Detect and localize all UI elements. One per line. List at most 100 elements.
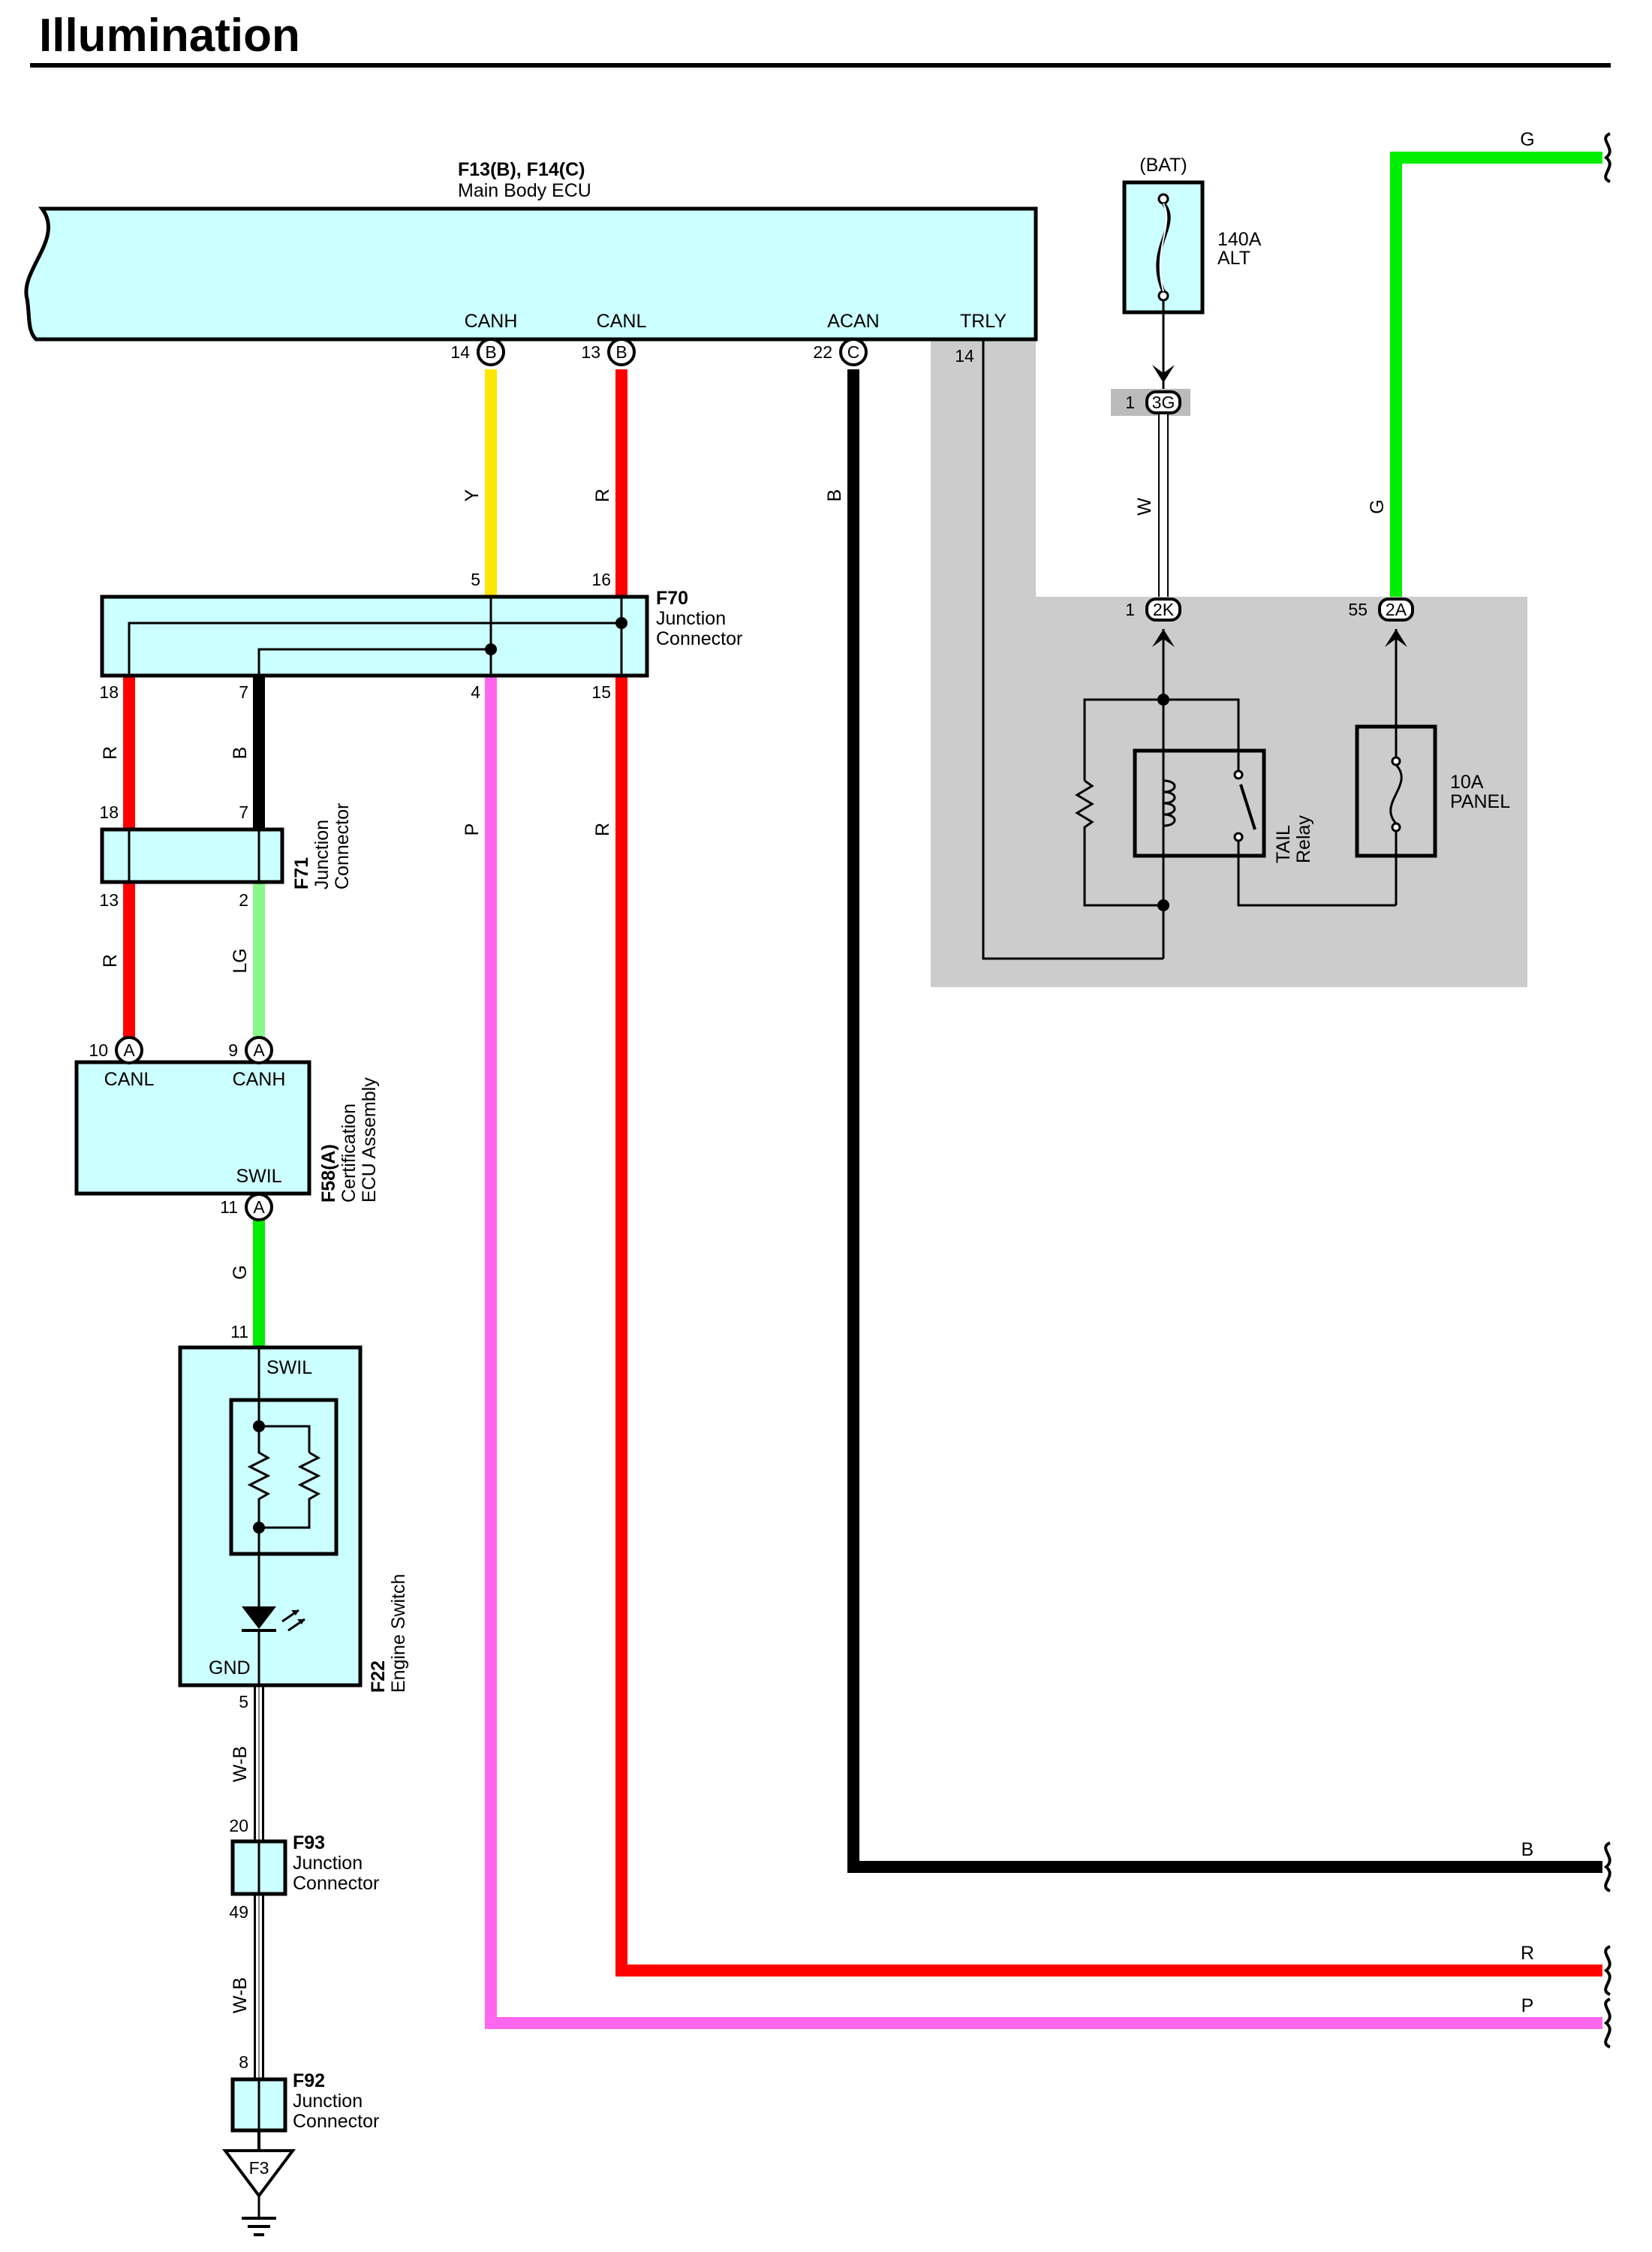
- connector-2k: 2K: [1145, 598, 1181, 622]
- f58-connector-11: A: [245, 1193, 273, 1221]
- connector-2a: 2A: [1378, 598, 1414, 622]
- f58-terminal-swil: SWIL: [236, 1166, 281, 1187]
- f71-name1: Junction: [311, 820, 333, 890]
- wire-label-canl-r: R: [592, 489, 613, 502]
- svg-text:2A: 2A: [1386, 600, 1407, 619]
- svg-text:B: B: [485, 342, 496, 362]
- pin-f70-5: 5: [471, 570, 480, 589]
- pin-f71-7: 7: [239, 802, 248, 822]
- tail-relay-name1: TAIL: [1273, 825, 1294, 863]
- pin-f71-18: 18: [99, 802, 119, 822]
- wire-label-f70-r: R: [100, 746, 121, 760]
- ground-icon: [242, 2196, 276, 2236]
- f70-name2: Connector: [656, 628, 742, 649]
- f70-name1: Junction: [656, 608, 726, 629]
- f58-name2: ECU Assembly: [359, 1077, 380, 1203]
- pin-f22-5: 5: [239, 1692, 248, 1712]
- ecu-terminal-trly: TRLY: [960, 311, 1007, 332]
- wire-label-f71-r: R: [100, 954, 121, 968]
- pin-f71-2: 2: [239, 890, 248, 910]
- wire-acan-black: [847, 369, 1602, 1873]
- panel-fuse-name: PANEL: [1450, 791, 1510, 812]
- pin-f70-4: 4: [471, 682, 480, 702]
- exit-label-r: R: [1521, 1943, 1534, 1964]
- f22-code: F22: [368, 1660, 389, 1693]
- f70-code: F70: [656, 588, 688, 609]
- ground-triangle: [222, 2149, 296, 2199]
- alt-fuse-name: ALT: [1217, 248, 1250, 269]
- ecu-terminal-canh: CANH: [465, 311, 518, 332]
- tail-relay-circuit: [1075, 629, 1240, 959]
- f92-name2: Connector: [293, 2111, 379, 2132]
- break-symbol-b: [1603, 1841, 1611, 1892]
- pin-ecu-acan: 22: [813, 342, 832, 362]
- ecu-terminal-canl: CANL: [597, 311, 647, 332]
- svg-text:2K: 2K: [1153, 600, 1175, 619]
- wire-label-f70-p: P: [462, 823, 483, 836]
- wire-label-swil-g: G: [230, 1265, 251, 1279]
- ecu-connector-acan: C: [839, 338, 868, 366]
- pin-f93-20: 20: [229, 1816, 248, 1835]
- pin-f58-10: 10: [89, 1040, 108, 1060]
- bat-label: (BAT): [1139, 155, 1187, 176]
- pin-ecu-trly: 14: [955, 346, 974, 366]
- alt-fuse-rating: 140A: [1217, 229, 1262, 250]
- pin-ecu-canl: 13: [581, 342, 600, 362]
- wire-label-acan-b: B: [824, 489, 845, 502]
- ecu-connector-canh: B: [477, 338, 505, 366]
- f22-terminal-gnd: GND: [209, 1657, 251, 1678]
- pin-panel-55: 55: [1348, 600, 1368, 619]
- title-rule: [30, 63, 1611, 68]
- break-symbol-p: [1603, 1998, 1611, 2049]
- wire-panel-green: [1390, 152, 1602, 597]
- f58-name1: Certification: [339, 1103, 360, 1203]
- f58-certification-ecu-box: [74, 1060, 311, 1196]
- svg-text:A: A: [253, 1197, 265, 1217]
- wire-f70-4-pink: [485, 676, 1602, 2029]
- panel-fuse-rating: 10A: [1450, 772, 1484, 793]
- f93-name1: Junction: [293, 1853, 363, 1874]
- pin-f70-15: 15: [591, 682, 611, 702]
- exit-label-b: B: [1521, 1839, 1534, 1860]
- f58-connector-9: A: [245, 1036, 273, 1064]
- panel-fuse-icon: [1389, 727, 1403, 856]
- wire-label-f71-lg: LG: [230, 948, 251, 973]
- f93-name2: Connector: [293, 1873, 379, 1894]
- wire-label-f70-r2: R: [592, 823, 613, 836]
- pin-f92-8: 8: [239, 2052, 248, 2072]
- wire-label-wb2: W-B: [230, 1977, 251, 2013]
- wire-label-f70-b: B: [230, 747, 251, 760]
- svg-text:A: A: [123, 1040, 135, 1060]
- f70-junction-box: [100, 595, 649, 678]
- svg-text:A: A: [253, 1040, 265, 1060]
- svg-text:B: B: [615, 342, 627, 362]
- pin-relay-1: 1: [1125, 600, 1135, 619]
- f22-illumination-circuit: [229, 1347, 339, 1685]
- wire-label-w: W: [1134, 498, 1155, 516]
- main-body-ecu-box: [24, 206, 1038, 342]
- wire-label-y: Y: [462, 489, 483, 501]
- ground-code: F3: [249, 2158, 269, 2178]
- pin-f22-11: 11: [230, 1322, 248, 1341]
- wire-label-g-top: G: [1367, 499, 1388, 513]
- pin-ecu-canh: 14: [450, 342, 470, 362]
- tail-relay-box: [1133, 748, 1266, 858]
- f70-internal-lines: [128, 597, 627, 676]
- led-icon: [242, 1606, 276, 1629]
- f71-code: F71: [291, 857, 312, 890]
- f22-terminal-swil: SWIL: [266, 1357, 312, 1378]
- f71-internal-lines: [128, 829, 260, 882]
- pin-f58-11: 11: [220, 1197, 238, 1217]
- pin-f70-7: 7: [239, 682, 248, 702]
- f58-terminal-canl: CANL: [104, 1069, 155, 1090]
- f71-name2: Connector: [332, 803, 353, 890]
- wire-trly-thin: [982, 339, 1163, 960]
- ecu-terminal-acan: ACAN: [827, 311, 879, 332]
- svg-text:3G: 3G: [1152, 393, 1175, 412]
- tail-relay-internals: [1163, 751, 1396, 907]
- f93-code: F93: [293, 1832, 325, 1853]
- f92-code: F92: [293, 2070, 325, 2091]
- tail-relay-name2: Relay: [1293, 815, 1314, 863]
- ecu-connector-canl: B: [607, 338, 636, 366]
